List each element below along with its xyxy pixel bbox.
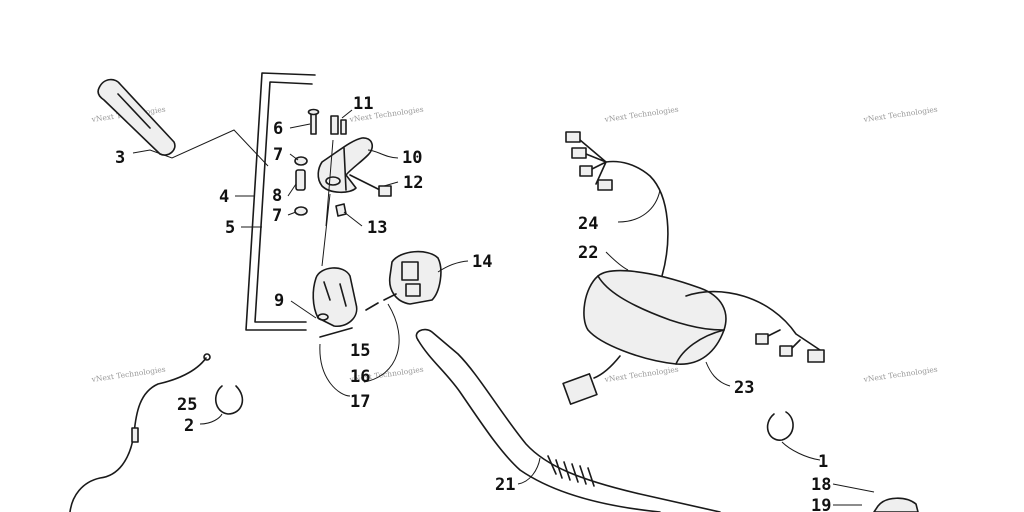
part-connector-12 bbox=[378, 185, 392, 197]
callout-22: 22 bbox=[578, 243, 598, 263]
callout-3: 3 bbox=[115, 148, 125, 168]
part-washer-7-lower bbox=[294, 206, 308, 216]
part-pin-11 bbox=[330, 115, 339, 135]
watermark: vNext Technologies bbox=[603, 105, 679, 124]
callouts: 3 4 5 6 7 8 7 9 10 11 12 13 14 15 16 17 … bbox=[115, 94, 831, 512]
callout-18: 18 bbox=[811, 475, 831, 495]
callout-1: 1 bbox=[818, 452, 828, 472]
leader-lines bbox=[199, 109, 875, 506]
part-screw-17 bbox=[319, 327, 353, 338]
part-control-box bbox=[583, 269, 727, 365]
callout-11: 11 bbox=[353, 94, 373, 114]
callout-10: 10 bbox=[402, 148, 422, 168]
callout-8: 8 bbox=[272, 186, 282, 206]
callout-7: 7 bbox=[273, 145, 283, 165]
part-snap-ring-1 bbox=[766, 411, 794, 441]
callout-13: 13 bbox=[367, 218, 387, 238]
part-snap-ring-2 bbox=[215, 385, 244, 415]
part-spacer-8 bbox=[295, 169, 306, 191]
leader-housing-axis bbox=[321, 139, 334, 267]
callout-21: 21 bbox=[495, 475, 515, 495]
watermark: vNext Technologies bbox=[862, 365, 938, 384]
callout-9: 9 bbox=[274, 291, 284, 311]
callout-2: 2 bbox=[184, 416, 194, 436]
callout-23: 23 bbox=[734, 378, 754, 398]
callout-15: 15 bbox=[350, 341, 370, 361]
callout-7-lower: 7 bbox=[272, 206, 282, 226]
watermarks: vNext Technologies vNext Technologies vN… bbox=[90, 105, 938, 384]
part-screw-6 bbox=[307, 108, 320, 135]
assembly-bracket-inner bbox=[254, 81, 313, 323]
watermark: vNext Technologies bbox=[603, 365, 679, 384]
part-grip bbox=[97, 78, 176, 156]
callout-5: 5 bbox=[225, 218, 235, 238]
part-screw-15 bbox=[365, 293, 397, 311]
part-right-housing bbox=[873, 497, 919, 512]
part-throttle-housing bbox=[312, 267, 358, 328]
callout-16: 16 bbox=[350, 367, 370, 387]
part-pin-11b bbox=[340, 119, 347, 135]
callout-25: 25 bbox=[177, 395, 197, 415]
part-switch-housing bbox=[388, 250, 442, 305]
part-sensor-wire bbox=[343, 147, 381, 191]
part-clip-13 bbox=[335, 203, 347, 217]
leader-3 bbox=[132, 129, 269, 167]
callout-17: 17 bbox=[350, 392, 370, 412]
assembly-bracket-frame bbox=[245, 72, 316, 331]
callout-12: 12 bbox=[403, 173, 423, 193]
part-throttle-cable bbox=[69, 353, 211, 512]
callout-19: 19 bbox=[811, 496, 831, 512]
callout-24: 24 bbox=[578, 214, 598, 234]
leader-screws bbox=[319, 303, 400, 397]
part-handlebar bbox=[415, 328, 721, 512]
watermark: vNext Technologies bbox=[90, 365, 166, 384]
part-washer-7 bbox=[294, 156, 308, 166]
callout-6: 6 bbox=[273, 119, 283, 139]
callout-14: 14 bbox=[472, 252, 492, 272]
watermark: vNext Technologies bbox=[862, 105, 938, 124]
callout-4: 4 bbox=[219, 187, 229, 207]
part-wiring-harness bbox=[562, 131, 825, 405]
